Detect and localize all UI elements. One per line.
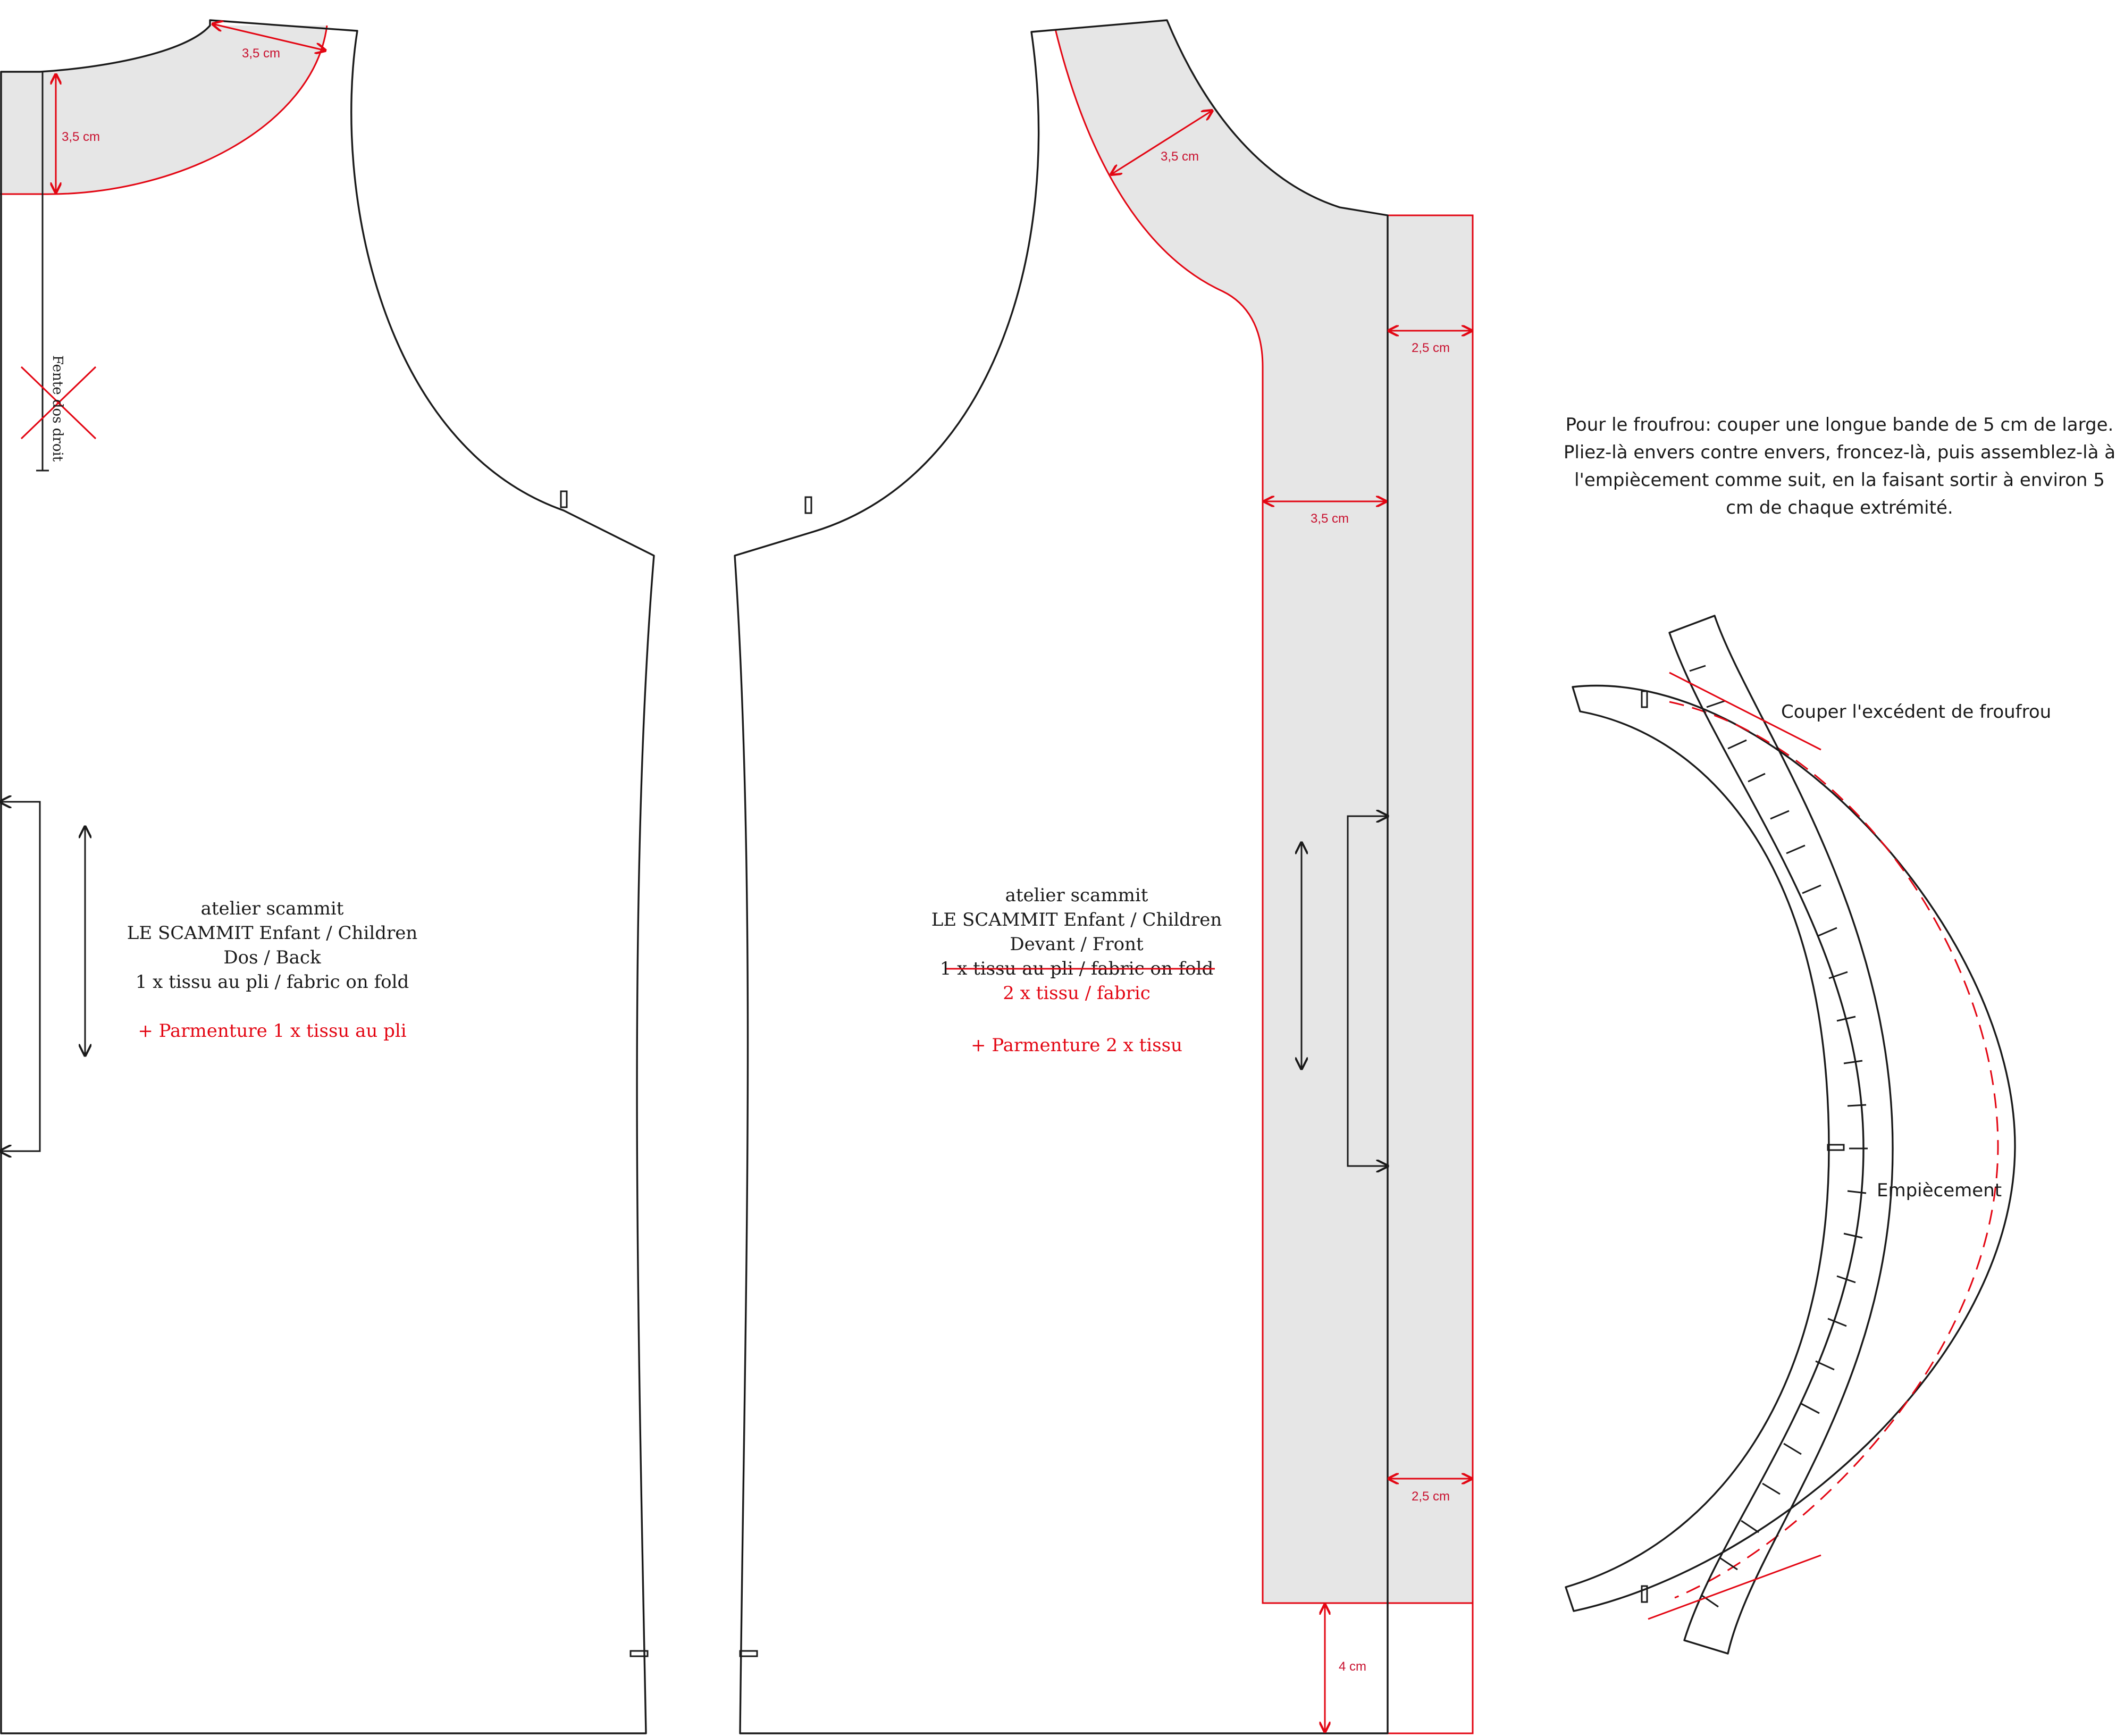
yoke-instruction-line-4: cm de chaque extrémité. [1726, 497, 1953, 518]
back-neck-depth-dim: 3,5 cm [62, 130, 100, 144]
front-armhole-notch [804, 496, 812, 514]
back-neck-facing [0, 26, 327, 195]
back-neck-width-dim: 3,5 cm [242, 46, 280, 61]
yoke-instruction-line-1: Pour le froufrou: couper une longue band… [1566, 414, 2114, 435]
front-label-block: atelier scammit LE SCAMMIT Enfant / Chil… [931, 885, 1222, 1056]
back-armhole-notch [560, 490, 568, 508]
front-facing-edge [1054, 29, 1473, 1604]
back-model: LE SCAMMIT Enfant / Children [127, 922, 418, 944]
front-model: LE SCAMMIT Enfant / Children [931, 909, 1222, 930]
back-facing-edge [0, 25, 328, 195]
front-extension-bottom-dim: 2,5 cm [1412, 1489, 1450, 1504]
yoke-center-notch [1827, 1144, 1845, 1151]
front-outline [734, 19, 1389, 1734]
back-brand: atelier scammit [201, 898, 344, 919]
front-facing-width-dim: 3,5 cm [1311, 511, 1349, 526]
yoke-piece: Couper l'excédent de froufrou Empiècemen… [1565, 615, 2051, 1655]
yoke-instructions: Pour le froufrou: couper une longue band… [1564, 414, 2115, 518]
back-label-block: atelier scammit LE SCAMMIT Enfant / Chil… [127, 898, 418, 1042]
slit-cancelled-cross [20, 366, 97, 440]
back-outline [0, 19, 655, 1734]
front-extension-top-dim: 2,5 cm [1412, 341, 1450, 355]
yoke-instruction-line-3: l'empiècement comme suit, en la faisant … [1574, 469, 2105, 491]
front-cutting-new: 2 x tissu / fabric [1003, 983, 1151, 1004]
front-facing-fill [1055, 20, 1473, 1603]
front-shoulder-arrow [1111, 111, 1212, 174]
front-shoulder-dim: 3,5 cm [1161, 149, 1199, 164]
front-extension-edge [1388, 214, 1474, 1734]
back-cutting-info: 1 x tissu au pli / fabric on fold [136, 971, 409, 993]
back-piece-name: Dos / Back [223, 947, 321, 968]
front-pattern-piece: 3,5 cm 2,5 cm 3,5 cm 2,5 cm 4 cm atelier… [734, 19, 1474, 1734]
front-hem-dim: 4 cm [1339, 1659, 1366, 1674]
front-brand: atelier scammit [1005, 885, 1148, 906]
back-pattern-piece: Fente dos droit 3,5 cm 3,5 cm atelier sc… [0, 19, 655, 1734]
front-placement-bracket [1347, 816, 1388, 1166]
front-piece-name: Devant / Front [1010, 934, 1144, 955]
back-fold-bracket [0, 802, 41, 1151]
yoke-seam-line [1669, 701, 1999, 1599]
yoke-outline [1565, 685, 2016, 1612]
ruffle-trim-line-top [1669, 672, 1821, 751]
back-facing-info: + Parmenture 1 x tissu au pli [138, 1020, 406, 1042]
back-hem-notch [629, 1650, 649, 1657]
front-hem-notch [739, 1650, 758, 1657]
ruffle-trim-label: Couper l'excédent de froufrou [1781, 701, 2051, 723]
yoke-label: Empiècement [1877, 1180, 2002, 1201]
yoke-bottom-notch [1641, 1585, 1648, 1603]
ruffle-gather-ticks [1689, 665, 1868, 1608]
yoke-top-notch [1641, 690, 1648, 708]
back-neck-width-arrow [213, 24, 325, 51]
ruffle-trim-line-bottom [1648, 1554, 1821, 1620]
back-slit-note: Fente dos droit [49, 355, 65, 462]
yoke-instruction-line-2: Pliez-là envers contre envers, froncez-l… [1564, 442, 2115, 463]
front-facing-info: + Parmenture 2 x tissu [971, 1035, 1182, 1056]
ruffle-strip [1668, 615, 1894, 1655]
